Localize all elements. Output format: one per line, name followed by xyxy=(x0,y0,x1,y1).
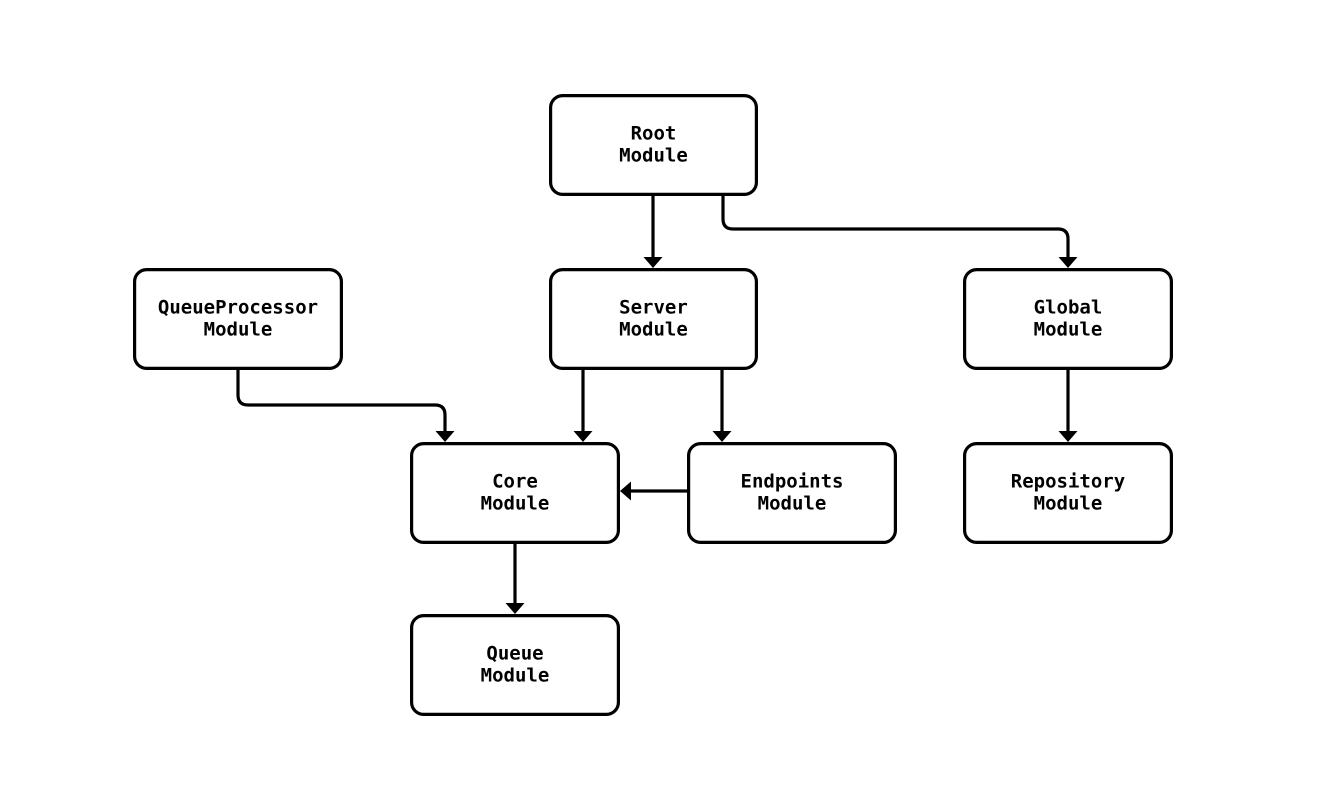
node-label-line1: Core xyxy=(492,471,538,493)
node-box[interactable] xyxy=(548,268,758,371)
edge-server-to-core xyxy=(573,370,593,442)
edge-root-to-global xyxy=(721,196,1078,268)
edges-layer xyxy=(236,196,1078,614)
arrowhead-icon xyxy=(620,481,631,501)
node-box[interactable] xyxy=(133,268,344,371)
node-label-line2: Module xyxy=(1034,493,1103,515)
node-box[interactable] xyxy=(962,442,1173,545)
node-label-line2: Module xyxy=(204,319,273,341)
node-label-line2: Module xyxy=(619,145,688,167)
edge-line xyxy=(721,196,1070,258)
arrowhead-icon xyxy=(1058,431,1078,442)
node-label-line1: Root xyxy=(631,123,677,145)
node-label-line1: Global xyxy=(1034,297,1103,319)
node-label-line1: QueueProcessor xyxy=(158,297,318,319)
node-label-line1: Endpoints xyxy=(741,471,844,493)
node-label-line2: Module xyxy=(758,493,827,515)
node-label-line2: Module xyxy=(1034,319,1103,341)
nodes-layer: RootModuleQueueProcessorModuleServerModu… xyxy=(133,93,1173,716)
node-label-line2: Module xyxy=(619,319,688,341)
edge-endpoints-to-core xyxy=(620,481,687,501)
edge-global-to-repository xyxy=(1058,370,1078,442)
node-label-line2: Module xyxy=(481,493,550,515)
node-box[interactable] xyxy=(410,442,621,545)
node-box[interactable] xyxy=(410,613,621,716)
arrowhead-icon xyxy=(573,431,593,442)
arrowhead-icon xyxy=(505,603,525,614)
node-label-line1: Queue xyxy=(486,643,543,665)
node-label-line1: Server xyxy=(619,297,688,319)
arrowhead-icon xyxy=(1058,257,1078,268)
node-box[interactable] xyxy=(962,268,1173,371)
edge-line xyxy=(236,370,447,432)
arrowhead-icon xyxy=(643,257,663,268)
edge-queueprocessor-to-core xyxy=(236,370,455,442)
node-box[interactable] xyxy=(686,442,897,545)
edge-core-to-queue xyxy=(505,544,525,614)
edge-server-to-endpoints xyxy=(712,370,732,442)
node-box[interactable] xyxy=(548,93,758,197)
node-label-line2: Module xyxy=(481,665,550,687)
node-label-line1: Repository xyxy=(1011,471,1125,493)
edge-root-to-server xyxy=(643,196,663,268)
arrowhead-icon xyxy=(712,431,732,442)
arrowhead-icon xyxy=(435,431,455,442)
